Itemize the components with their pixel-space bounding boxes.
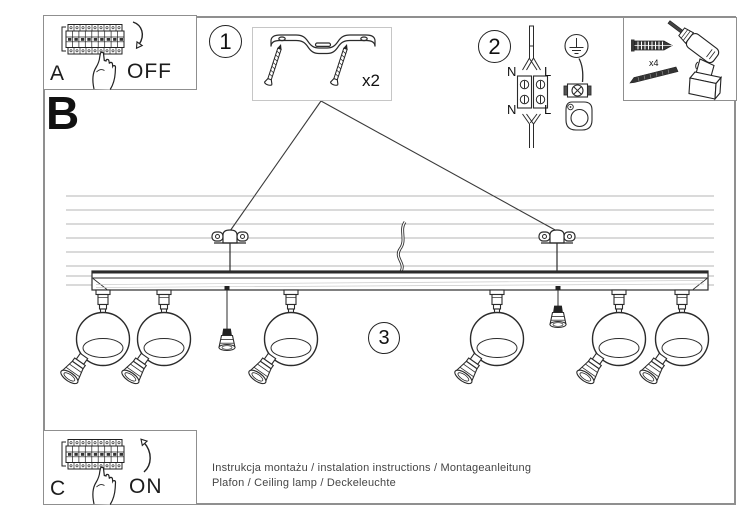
panel-a-box: A OFF: [43, 15, 197, 90]
tools-box: x4: [623, 17, 737, 101]
ground-wire: [578, 58, 584, 83]
panel-c-box: C ON: [43, 430, 197, 505]
tools-quantity: x4: [649, 58, 659, 68]
leader-lines: [229, 100, 558, 232]
ground-symbol-icon: [564, 33, 589, 59]
wire-label-n-bottom: N: [507, 102, 517, 117]
hanging-bulb-right: [555, 286, 561, 306]
hand-icon: [92, 51, 117, 90]
arrow-up-icon: [140, 438, 151, 473]
hand-icon: [92, 466, 117, 505]
terminal-block-icon: [516, 75, 549, 109]
panel-a-label: A: [50, 62, 65, 85]
panel-c-label: C: [50, 477, 66, 500]
step1-number: 1: [209, 25, 242, 58]
arrow-down-icon: [132, 21, 144, 50]
step1-quantity: x2: [362, 71, 380, 90]
drill-icon: [667, 20, 723, 101]
ground-clamp-icon: [563, 83, 593, 131]
section-b-label: B: [46, 87, 80, 139]
wire-icon: [522, 25, 541, 71]
panel-c-action-on: ON: [129, 475, 163, 498]
wire-label-l-top: L: [544, 64, 552, 79]
step1-box: [252, 27, 392, 101]
wall-plug-icon: [631, 39, 673, 52]
footer-line-1: Instrukcja montażu / instalation instruc…: [212, 462, 532, 474]
mounting-screw-icon: [629, 66, 679, 84]
power-cord: [396, 221, 407, 273]
wire-bottom: [522, 113, 541, 148]
panel-a-action-off: OFF: [127, 60, 172, 83]
footer-line-2: Plafon / Ceiling lamp / Deckeleuchte: [212, 477, 396, 489]
hanging-bulb-left: [224, 286, 230, 329]
breaker-panel-on-icon: [61, 438, 151, 505]
wire-label-n-top: N: [507, 64, 517, 79]
bracket-and-screws-icon: [263, 34, 376, 87]
rail: [91, 270, 709, 291]
step2-number: 2: [478, 30, 511, 63]
tools-icon: [629, 20, 723, 101]
breaker-panel-off-icon: [61, 21, 144, 90]
bracket-plate: [270, 34, 376, 55]
wiring-diagram: [516, 25, 593, 148]
wire-label-l-bottom: L: [544, 102, 552, 117]
step3-number: 3: [368, 322, 400, 354]
